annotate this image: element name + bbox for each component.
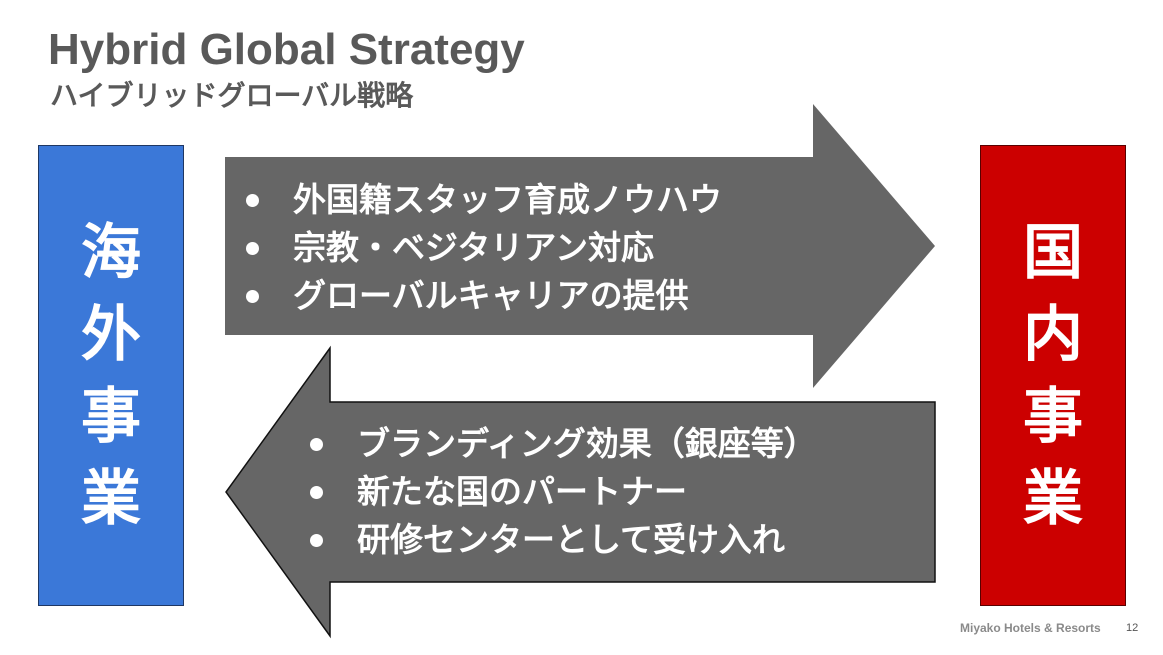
domestic-char: 内 (1023, 299, 1083, 370)
overseas-char: 業 (81, 463, 141, 534)
list-item: 宗教・ベジタリアン対応 (246, 224, 722, 272)
domestic-char: 国 (1023, 217, 1083, 288)
bullet-icon (310, 533, 323, 547)
list-item-text: 外国籍スタッフ育成ノウハウ (293, 180, 722, 219)
slide-title: Hybrid Global Strategy (48, 25, 525, 74)
page-number: 12 (1126, 622, 1139, 634)
bullet-icon (246, 289, 259, 303)
arrow-left-shape (225, 345, 936, 639)
slide-subtitle: ハイブリッドグローバル戦略 (50, 79, 414, 112)
bullet-icon (246, 193, 259, 207)
to-overseas-list: ブランディング効果（銀座等） 新たな国のパートナー 研修センターとして受け入れ (310, 420, 817, 564)
bullet-icon (310, 437, 323, 451)
list-item-text: ブランディング効果（銀座等） (357, 424, 817, 463)
list-item: 外国籍スタッフ育成ノウハウ (246, 176, 722, 224)
list-item-text: 新たな国のパートナー (357, 472, 687, 511)
overseas-business-box: 海 外 事 業 (38, 145, 184, 606)
arrow-right-shape (225, 104, 935, 388)
list-item: 研修センターとして受け入れ (310, 516, 817, 564)
footer-brand: Miyako Hotels & Resorts (960, 621, 1101, 635)
domestic-char: 業 (1023, 463, 1083, 534)
list-item: 新たな国のパートナー (310, 468, 817, 516)
list-item-text: 宗教・ベジタリアン対応 (293, 228, 655, 267)
list-item-text: 研修センターとして受け入れ (357, 520, 786, 559)
overseas-char: 外 (81, 299, 141, 370)
domestic-char: 事 (1023, 381, 1083, 452)
list-item: ブランディング効果（銀座等） (310, 420, 817, 468)
overseas-char: 事 (81, 381, 141, 452)
overseas-char: 海 (81, 217, 141, 288)
bullet-icon (246, 241, 259, 255)
bullet-icon (310, 485, 323, 499)
list-item: グローバルキャリアの提供 (246, 272, 722, 320)
to-domestic-list: 外国籍スタッフ育成ノウハウ 宗教・ベジタリアン対応 グローバルキャリアの提供 (246, 176, 722, 320)
list-item-text: グローバルキャリアの提供 (293, 276, 689, 315)
domestic-business-box: 国 内 事 業 (980, 145, 1126, 606)
